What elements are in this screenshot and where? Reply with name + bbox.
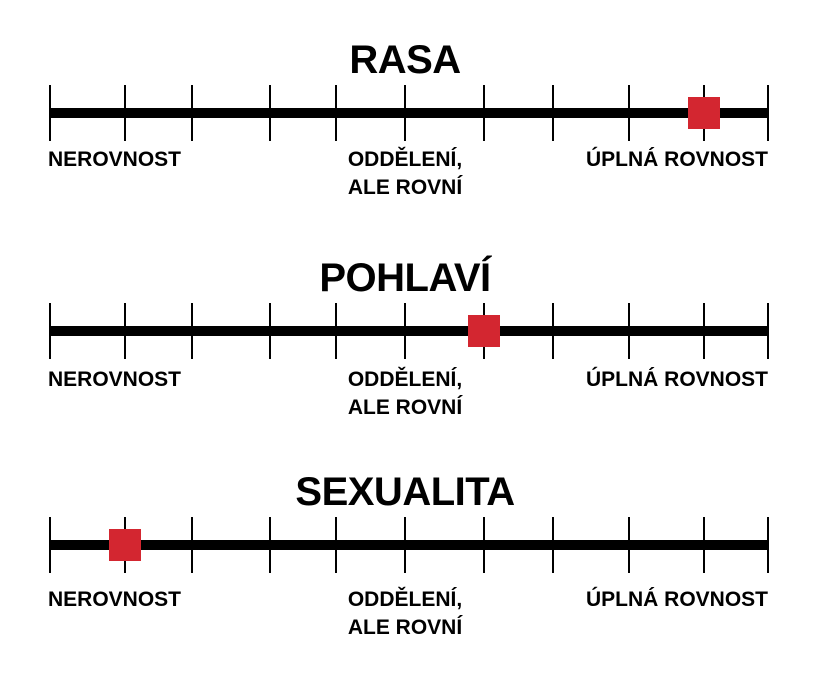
label-middle-line1: ODDĚLENÍ, [347, 588, 463, 611]
scale-pohlavi: POHLAVÍ NEROVNOST ODDĚLENÍ, ALE ROVNÍ ÚPL… [0, 256, 822, 466]
label-right: ÚPLNÁ ROVNOST [585, 368, 768, 391]
label-left: NEROVNOST [48, 148, 182, 171]
label-middle-line1: ODDĚLENÍ, [347, 368, 463, 391]
label-middle-line2: ALE ROVNÍ [347, 396, 463, 419]
scale-line [49, 303, 769, 359]
scale-line [49, 517, 769, 573]
label-middle-line2: ALE ROVNÍ [347, 616, 463, 639]
label-middle: ODDĚLENÍ, ALE ROVNÍ [335, 366, 475, 422]
position-marker [468, 315, 500, 347]
label-middle: ODDĚLENÍ, ALE ROVNÍ [335, 586, 475, 642]
position-marker [109, 529, 141, 561]
position-marker [688, 97, 720, 129]
scale-title: SEXUALITA [295, 470, 515, 514]
scale-sexualita: SEXUALITA NEROVNOST ODDĚLENÍ, ALE ROVNÍ Ú… [0, 470, 822, 680]
scale-rasa: RASA NEROVNOST ODDĚLENÍ, ALE ROVNÍ ÚPLNÁ … [0, 38, 822, 248]
scale-title: RASA [349, 38, 461, 82]
scale-title: POHLAVÍ [319, 256, 491, 300]
label-middle-line2: ALE ROVNÍ [347, 176, 463, 199]
label-middle: ODDĚLENÍ, ALE ROVNÍ [335, 146, 475, 202]
label-left: NEROVNOST [48, 368, 182, 391]
label-left: NEROVNOST [48, 588, 182, 611]
label-right: ÚPLNÁ ROVNOST [585, 588, 768, 611]
label-right: ÚPLNÁ ROVNOST [585, 148, 768, 171]
scale-line [49, 85, 769, 141]
label-middle-line1: ODDĚLENÍ, [347, 148, 463, 171]
